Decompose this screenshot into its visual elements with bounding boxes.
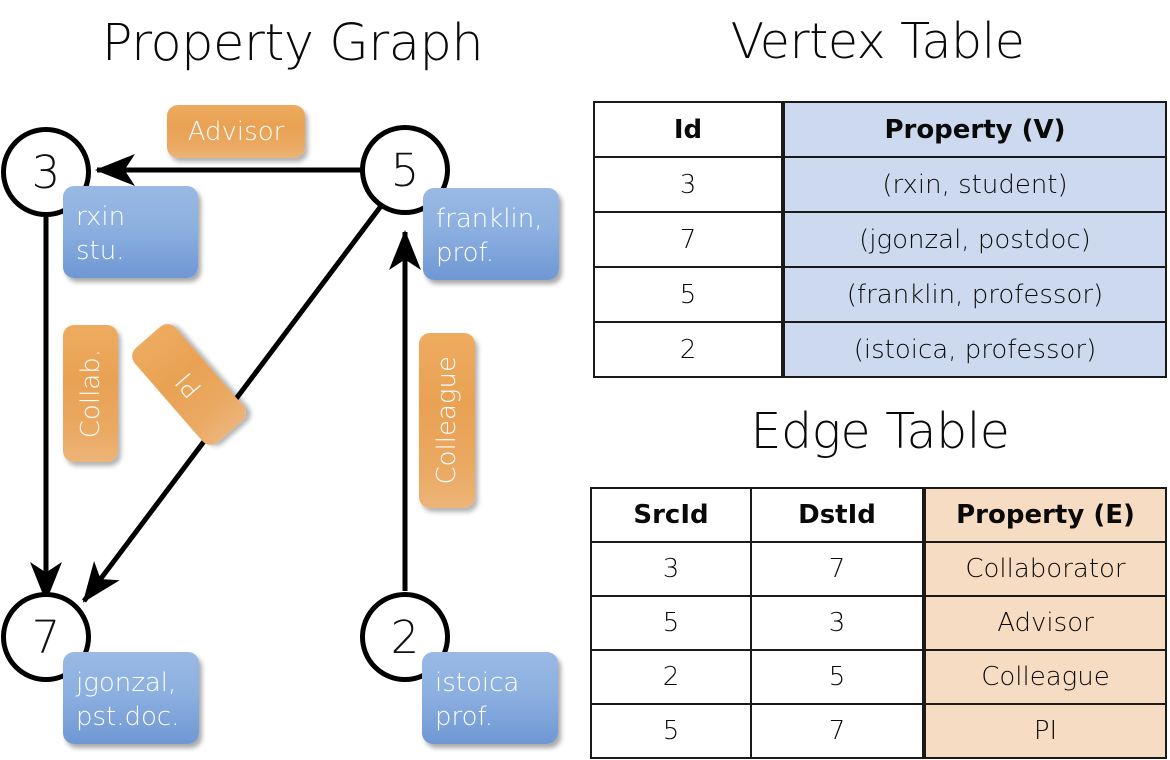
graph-vertex-5-label: 5 (390, 143, 420, 197)
edge-table-cell-dstid: 5 (750, 649, 925, 705)
table-row[interactable]: 7 (jgonzal, postdoc) (593, 211, 1167, 268)
vertex-table-cell-id: 7 (593, 211, 784, 268)
edge-label-colleague-text: Colleague (432, 356, 462, 485)
graph-vertex-5[interactable]: 5 (360, 125, 450, 215)
vertex-table-header-row: Id Property (V) (593, 101, 1167, 158)
table-row[interactable]: 5 7 PI (590, 703, 1167, 759)
property-graph-panel: Property Graph 3 5 7 2 rxin stu. frankli… (1, 14, 559, 744)
vertex-table-cell-property: (jgonzal, postdoc) (781, 211, 1167, 268)
vertex-table: Id Property (V) 3 (rxin, student) 7 (jgo… (593, 101, 1167, 378)
page-title-vertex-table: Vertex Table (730, 13, 1025, 70)
vertex-table-header-property: Property (V) (781, 101, 1167, 158)
table-row[interactable]: 2 5 Colleague (590, 649, 1167, 705)
edge-label-collab[interactable]: Collab. (63, 325, 118, 462)
edge-table-cell-dstid: 7 (750, 541, 925, 597)
table-row[interactable]: 3 (rxin, student) (593, 156, 1167, 213)
table-row[interactable]: 5 3 Advisor (590, 595, 1167, 651)
edge-table-cell-property: Collaborator (922, 541, 1167, 597)
vertex-property-name-jgonzal: jgonzal, (76, 668, 177, 698)
vertex-table-cell-id: 3 (593, 156, 784, 213)
table-row[interactable]: 3 7 Collaborator (590, 541, 1167, 597)
edge-table-cell-srcid: 5 (590, 703, 752, 759)
edge-label-advisor[interactable]: Advisor (167, 105, 305, 158)
edge-table-header-property: Property (E) (922, 487, 1167, 543)
edge-table-header-dstid: DstId (750, 487, 925, 543)
edge-label-pi-text: PI (170, 365, 208, 404)
table-row[interactable]: 2 (istoica, professor) (593, 321, 1167, 378)
edge-table-cell-srcid: 2 (590, 649, 752, 705)
graph-vertex-7-label: 7 (31, 610, 61, 664)
graph-vertex-3-label: 3 (31, 145, 61, 199)
vertex-property-name-franklin: franklin, (436, 204, 543, 234)
graph-vertex-2-label: 2 (390, 610, 420, 664)
page-title-property-graph: Property Graph (101, 14, 484, 73)
edge-table: SrcId DstId Property (E) 3 7 Collaborato… (590, 487, 1167, 759)
edge-table-cell-property: Colleague (922, 649, 1167, 705)
edge-label-advisor-text: Advisor (187, 116, 285, 147)
vertex-table-cell-id: 2 (593, 321, 784, 378)
vertex-property-name-istoica: istoica (435, 668, 520, 698)
vertex-table-header-id: Id (593, 101, 784, 158)
vertex-property-role-istoica: prof. (435, 702, 494, 732)
vertex-property-role-jgonzal: pst.doc. (76, 702, 180, 732)
edge-table-cell-dstid: 7 (750, 703, 925, 759)
table-row[interactable]: 5 (franklin, professor) (593, 266, 1167, 323)
edge-table-header-row: SrcId DstId Property (E) (590, 487, 1167, 543)
vertex-table-cell-property: (rxin, student) (781, 156, 1167, 213)
vertex-table-cell-id: 5 (593, 266, 784, 323)
edge-label-collab-text: Collab. (75, 348, 106, 439)
vertex-property-box-rxin[interactable]: rxin stu. (63, 186, 198, 278)
edge-table-header-srcid: SrcId (590, 487, 752, 543)
graph-vertex-2[interactable]: 2 (360, 592, 450, 682)
edge-label-colleague[interactable]: Colleague (419, 333, 475, 508)
vertex-table-cell-property: (istoica, professor) (781, 321, 1167, 378)
vertex-property-box-jgonzal[interactable]: jgonzal, pst.doc. (63, 652, 199, 744)
edge-table-cell-srcid: 5 (590, 595, 752, 651)
page-title-edge-table: Edge Table (750, 403, 1010, 460)
vertex-table-cell-property: (franklin, professor) (781, 266, 1167, 323)
vertex-property-name-rxin: rxin (76, 202, 126, 232)
edge-table-cell-property: Advisor (922, 595, 1167, 651)
edge-table-cell-dstid: 3 (750, 595, 925, 651)
edge-table-cell-property: PI (922, 703, 1167, 759)
vertex-property-role-rxin: stu. (76, 236, 125, 266)
vertex-property-box-istoica[interactable]: istoica prof. (422, 652, 558, 744)
edge-table-cell-srcid: 3 (590, 541, 752, 597)
vertex-property-box-franklin[interactable]: franklin, prof. (423, 188, 559, 280)
vertex-property-role-franklin: prof. (436, 238, 495, 268)
